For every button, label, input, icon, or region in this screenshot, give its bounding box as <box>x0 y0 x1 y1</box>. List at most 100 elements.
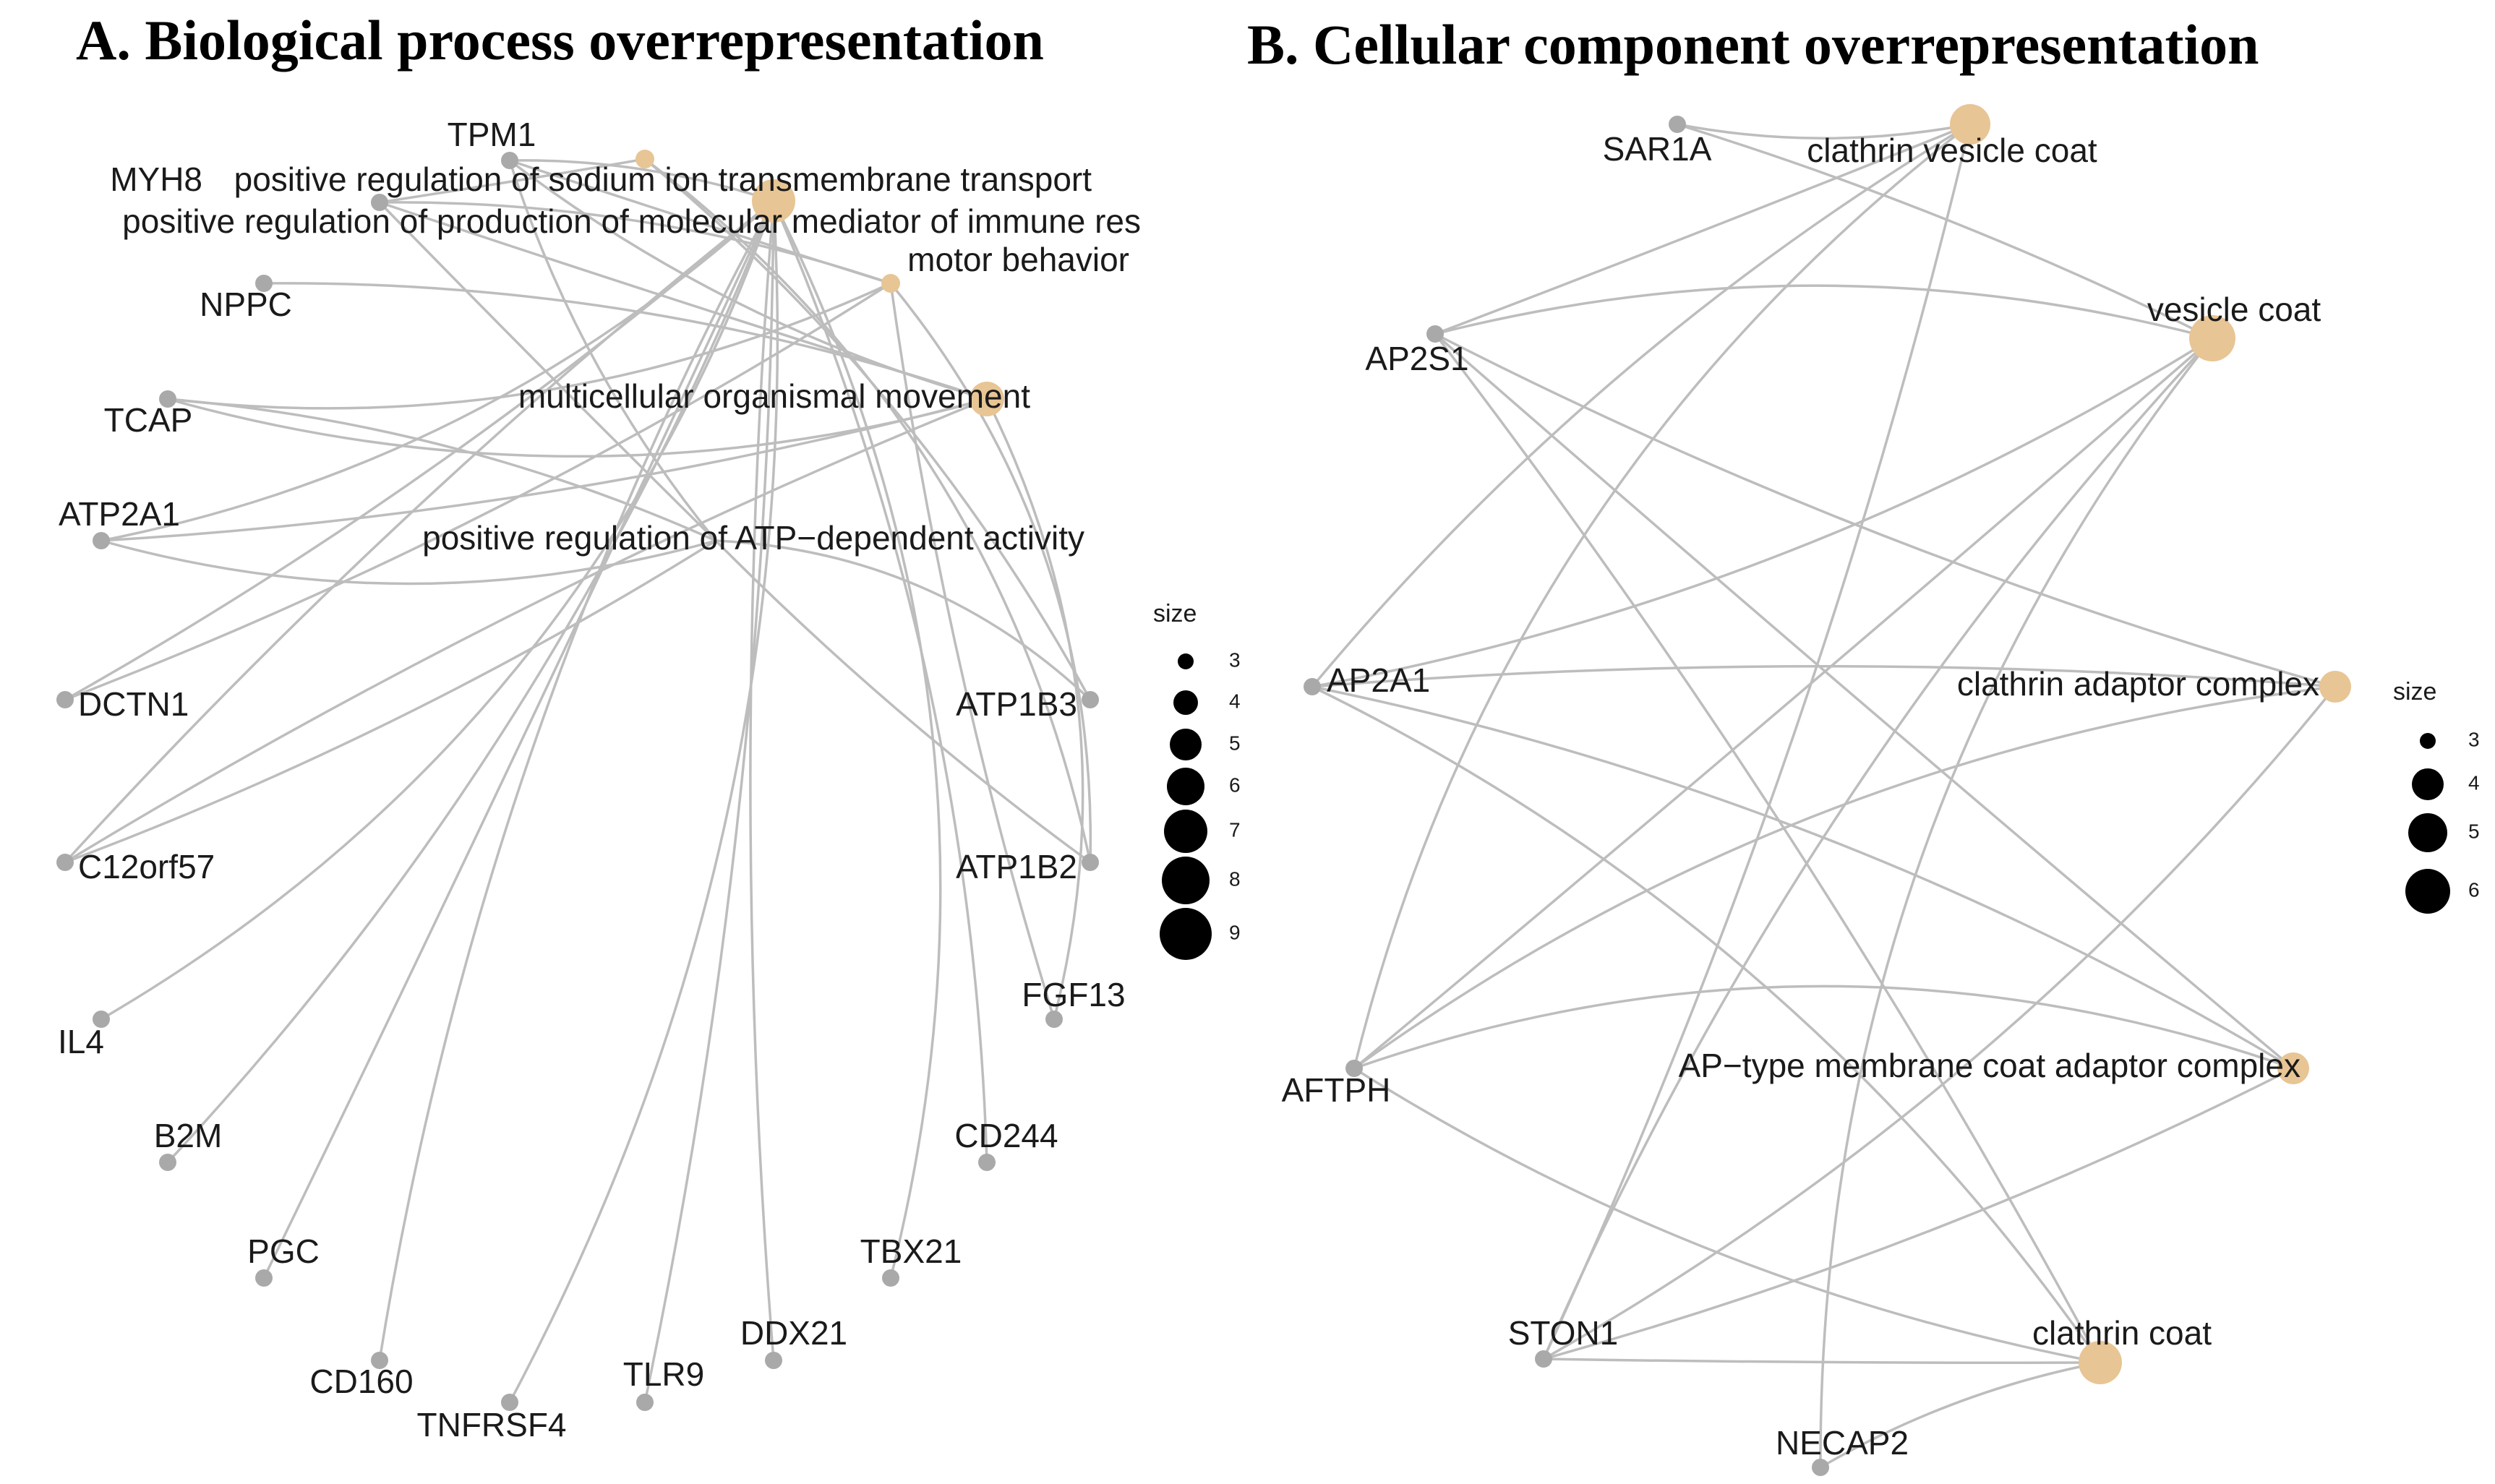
gene-node-fgf13 <box>1045 1011 1063 1028</box>
gene-node-atp1b3 <box>1082 691 1099 708</box>
edge-positive-regulation-of-product-il4 <box>100 200 775 1021</box>
gene-label-atp1b3: ATP1B3 <box>956 685 1077 723</box>
edge-multicellular-organismal-movem-atp2a1 <box>100 398 988 542</box>
legend-a-tick-8: 8 <box>1229 867 1241 890</box>
gene-node-aftph <box>1345 1060 1363 1077</box>
edge-clathrin-vesicle-coat-sar1a <box>1677 123 1971 140</box>
edge-clathrin-coat-ston1 <box>1543 1358 2101 1364</box>
legend-b-dot-5 <box>2408 813 2447 852</box>
gene-node-ston1 <box>1535 1350 1552 1368</box>
edge-motor-behavior-tcap <box>167 282 891 410</box>
gene-label-ddx21: DDX21 <box>740 1314 847 1352</box>
term-node-vesicle-coat <box>2189 315 2235 361</box>
edge-positive-regulation-of-product-pgc <box>262 200 775 1279</box>
edge-positive-regulation-of-product-tnfrsf4 <box>508 200 779 1403</box>
edge-vesicle-coat-ap2a1 <box>1311 337 2213 688</box>
edge-positive-regulation-of-product-b2m <box>166 200 775 1164</box>
panel-a-labels: positive regulation of sodium ion transm… <box>58 116 1141 1444</box>
panel-a-title: A. Biological process overrepresentation <box>76 9 1044 72</box>
gene-node-dctn1 <box>56 691 74 708</box>
edge-positive-regulation-of-atp-dep-tcap <box>167 398 716 542</box>
edge-ap-type-membrane-coat-adaptor--ston1 <box>1543 1067 2294 1360</box>
panel-b-nodes <box>1304 104 2351 1476</box>
panel-b-labels: clathrin vesicle coat vesicle coat clathri… <box>1282 130 2321 1462</box>
edge-positive-regulation-of-product-tpm1 <box>509 159 774 202</box>
gene-node-c12orf57 <box>56 854 74 871</box>
edge-clathrin-adaptor-complex-ap2a1 <box>1311 664 2336 688</box>
gene-node-ap2a1 <box>1304 678 1321 695</box>
edge-motor-behavior-dctn1 <box>64 282 891 701</box>
edge-clathrin-vesicle-coat-ap2a1 <box>1311 123 1971 688</box>
term-label-motor-behavior: motor behavior <box>907 241 1129 278</box>
gene-node-pgc <box>255 1269 273 1287</box>
gene-label-pgc: PGC <box>247 1232 320 1270</box>
edge-positive-regulation-of-atp-dep-atp1b3 <box>715 539 1092 701</box>
gene-node-myh8 <box>371 194 388 211</box>
term-node-positive-regulation-of-sodium-ion-transm <box>635 150 654 168</box>
legend-a-dot-7 <box>1164 810 1207 853</box>
term-label-clathrin-vesicle-coat: clathrin vesicle coat <box>1807 132 2097 169</box>
edge-vesicle-coat-aftph <box>1353 337 2214 1070</box>
panel-a-nodes <box>56 150 1099 1411</box>
edge-clathrin-adaptor-complex-ston1 <box>1543 685 2337 1360</box>
legend-a-tick-6: 6 <box>1229 773 1241 796</box>
edge-positive-regulation-of-product-cd244 <box>772 200 988 1163</box>
term-label-vesicle-coat: vesicle coat <box>2147 291 2321 328</box>
edge-positive-regulation-of-sodium--atp1b3 <box>643 158 1092 700</box>
edge-positive-regulation-of-atp-dep-myh8 <box>378 201 717 542</box>
term-label-positive-regulation-of-sodium-ion-transm: positive regulation of sodium ion transm… <box>234 160 1092 198</box>
gene-node-necap2 <box>1812 1459 1829 1476</box>
term-label-positive-regulation-of-production-of-mol: positive regulation of production of mol… <box>122 202 1141 240</box>
term-label-clathrin-adaptor-complex: clathrin adaptor complex <box>1957 665 2319 703</box>
legend-a-dot-6 <box>1167 768 1204 805</box>
gene-label-necap2: NECAP2 <box>1776 1424 1909 1462</box>
term-label-positive-regulation-of-atp-dependent-act: positive regulation of ATP−dependent act… <box>422 519 1084 557</box>
edge-motor-behavior-atp1b2 <box>889 282 1092 863</box>
edge-motor-behavior-myh8 <box>379 201 891 285</box>
term-label-multicellular-organismal-movement: multicellular organismal movement <box>518 377 1030 415</box>
gene-label-fgf13: FGF13 <box>1022 976 1125 1013</box>
gene-node-tbx21 <box>882 1269 899 1287</box>
edge-ap-type-membrane-coat-adaptor--aftph <box>1353 985 2294 1070</box>
panel-a-network: positive regulation of sodium ion transm… <box>56 116 1141 1444</box>
gene-label-tnfrsf4: TNFRSF4 <box>417 1406 567 1444</box>
gene-label-il4: IL4 <box>58 1023 104 1060</box>
gene-label-ap2s1: AP2S1 <box>1365 340 1468 377</box>
edge-positive-regulation-of-atp-dep-atp1b2 <box>714 539 1092 864</box>
edge-positive-regulation-of-atp-dep-atp2a1 <box>100 539 716 586</box>
legend-a-dot-4 <box>1173 690 1198 715</box>
gene-node-tnfrsf4 <box>501 1394 518 1411</box>
gene-label-tlr9: TLR9 <box>623 1355 704 1393</box>
panel-b-title: B. Cellular component overrepresentation <box>1247 13 2259 76</box>
edge-positive-regulation-of-product-ddx21 <box>749 200 775 1361</box>
edge-ap-type-membrane-coat-adaptor--ap2a1 <box>1311 685 2294 1070</box>
gene-node-atp1b2 <box>1082 854 1099 871</box>
gene-label-tpm1: TPM1 <box>448 116 536 153</box>
gene-node-atp2a1 <box>93 532 110 549</box>
term-node-ap-type-membrane-coat-adaptor-complex <box>2277 1052 2309 1084</box>
edge-multicellular-organismal-movem-c12orf57 <box>64 398 988 864</box>
gene-label-cd160: CD160 <box>309 1363 413 1400</box>
gene-node-cd244 <box>978 1154 996 1171</box>
legend-a-tick-3: 3 <box>1229 648 1241 671</box>
legend-a-dot-5 <box>1170 729 1202 760</box>
edge-vesicle-coat-necap2 <box>1819 337 2214 1468</box>
edge-vesicle-coat-sar1a <box>1677 123 2213 340</box>
edge-vesicle-coat-ap2s1 <box>1434 284 2213 340</box>
term-label-ap-type-membrane-coat-adaptor-complex: AP−type membrane coat adaptor complex <box>1679 1047 2301 1084</box>
gene-label-cd244: CD244 <box>954 1117 1058 1154</box>
gene-label-ap2a1: AP2A1 <box>1327 661 1430 699</box>
term-label-clathrin-coat: clathrin coat <box>2032 1314 2212 1352</box>
edge-positive-regulation-of-product-dctn1 <box>64 200 775 701</box>
edge-positive-regulation-of-atp-dep-tpm1 <box>508 160 717 542</box>
edge-clathrin-vesicle-coat-ston1 <box>1542 124 1972 1360</box>
gene-label-nppc: NPPC <box>200 286 292 323</box>
gene-node-b2m <box>159 1154 176 1171</box>
edge-clathrin-coat-ap2a1 <box>1311 685 2102 1363</box>
edge-ap-type-membrane-coat-adaptor--ap2s1 <box>1434 333 2295 1070</box>
gene-label-b2m: B2M <box>154 1117 223 1154</box>
legend-a-tick-9: 9 <box>1229 921 1241 943</box>
